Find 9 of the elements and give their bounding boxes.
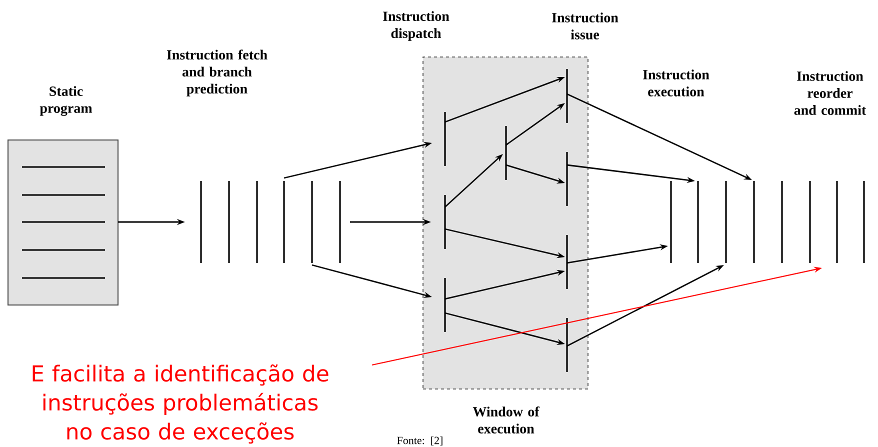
stage-heading: Instruction fetch and branch prediction	[166, 50, 268, 96]
stage-heading: Instruction dispatch	[383, 11, 450, 41]
heading: Static program	[40, 86, 92, 116]
note-text: E facilita a identificação de instruções problemáticas no caso de exceções	[32, 364, 328, 444]
stage-heading: Instruction execution	[643, 70, 710, 96]
stage-heading: Instruction issue	[552, 12, 618, 40]
heading: Window of execution	[472, 406, 540, 434]
stage-heading: Instruction reorder and commit	[794, 71, 866, 115]
source-note: Fonte: [2]	[397, 436, 442, 446]
